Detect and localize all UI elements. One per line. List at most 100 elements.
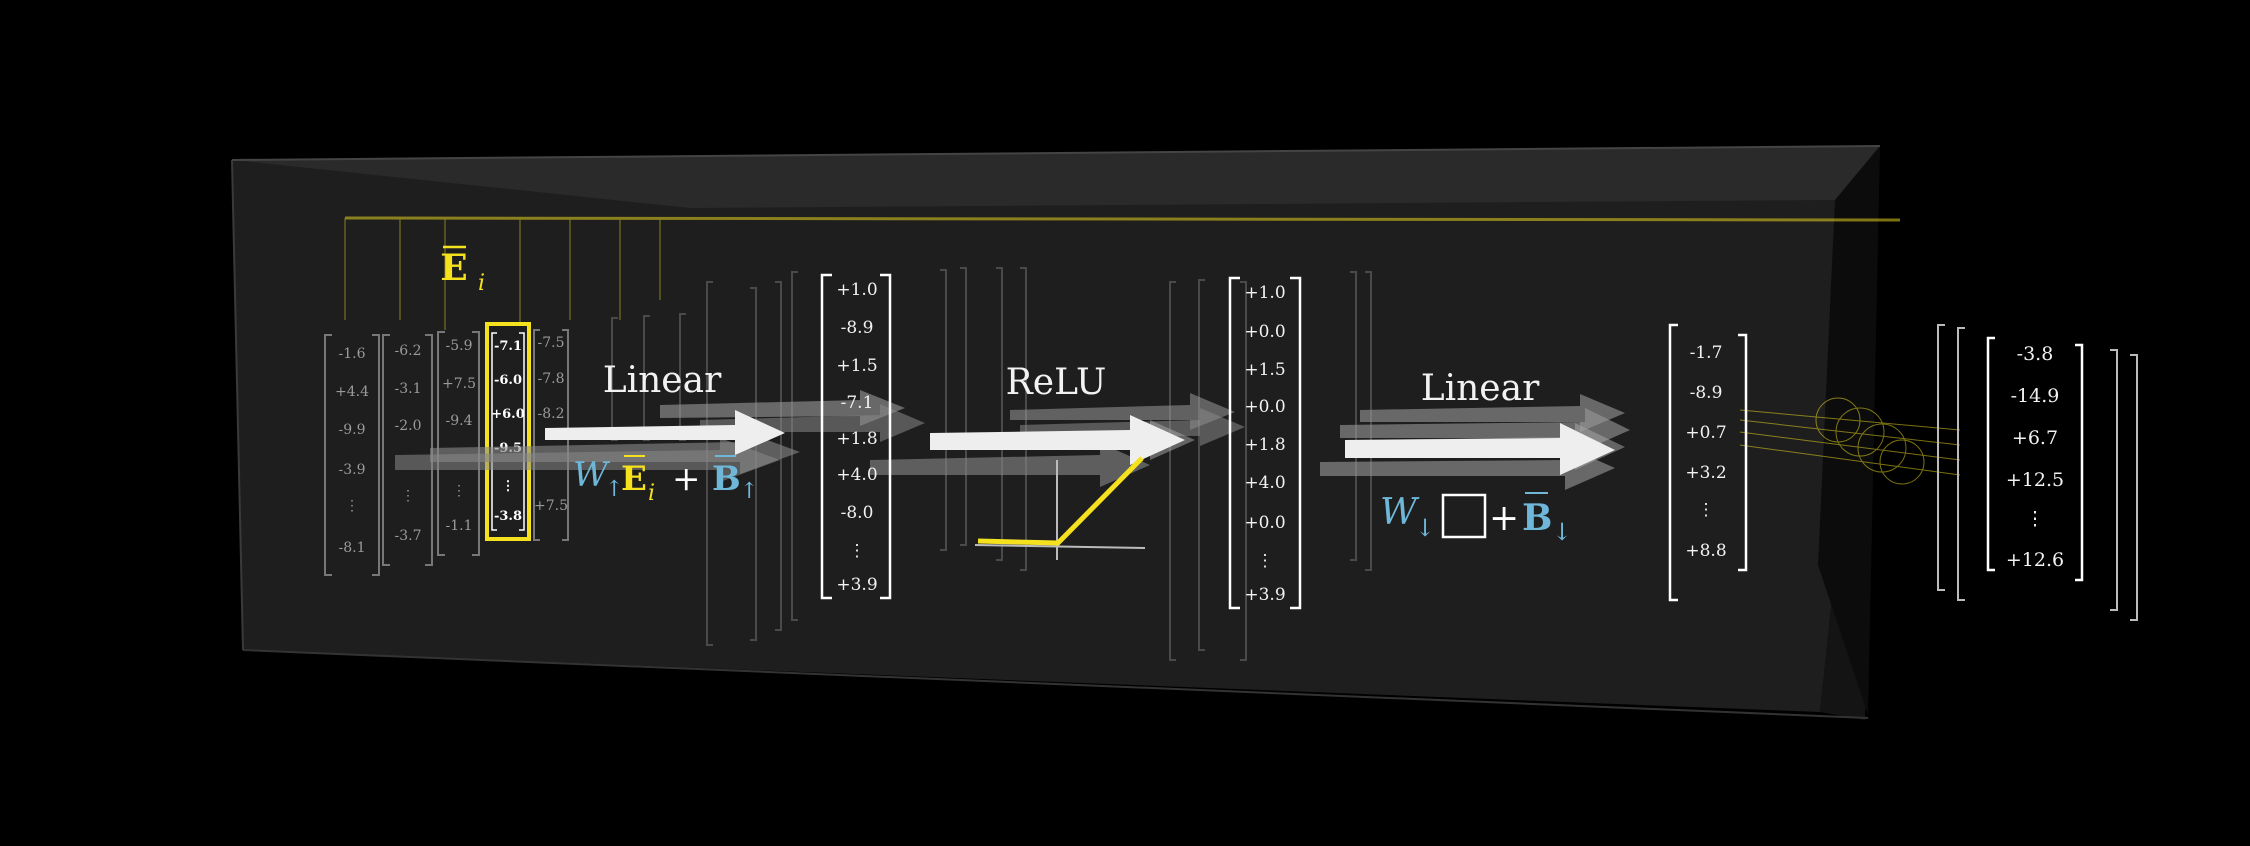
- bracket-right: [1738, 333, 1748, 572]
- column-bracket: [1169, 281, 1176, 661]
- bias-subscript: ↓: [1552, 518, 1572, 546]
- vector-entry: +7.5: [442, 376, 476, 392]
- bracket-left: [820, 273, 832, 600]
- vector-entry: +12.5: [2006, 469, 2064, 491]
- bias-subscript: ↑: [740, 479, 758, 504]
- vector-entry: +1.5: [836, 356, 877, 376]
- input-vector: -1.6 +4.4 -9.9 -3.9 ⋮ -8.1: [324, 334, 380, 576]
- arrow: [545, 410, 785, 455]
- vector-entry: +0.7: [1685, 423, 1726, 443]
- arrows-relu: [870, 393, 1245, 487]
- vector-entry: +6.7: [2012, 427, 2058, 449]
- column-bracket: [1350, 271, 1357, 561]
- vector-entry: +12.6: [2006, 549, 2064, 571]
- column-bracket: [940, 269, 947, 551]
- box-top: [232, 146, 1880, 208]
- arrow: [1340, 408, 1630, 450]
- arrows-linear-down: [1320, 394, 1630, 490]
- input-vector: -7.5 -7.8 -8.2 +7.5: [533, 329, 569, 541]
- bracket-left: [437, 331, 445, 556]
- vector-entry: -1.6: [339, 346, 366, 362]
- weight-subscript: ↑: [605, 477, 623, 502]
- plus-sign: +: [672, 459, 701, 499]
- embedding-symbol: E: [621, 459, 647, 499]
- vector-entry: +1.8: [1244, 435, 1285, 455]
- vector-entry: ⋮: [401, 488, 415, 504]
- column-bracket: [791, 271, 798, 621]
- vector-entry: -1.7: [1690, 343, 1723, 363]
- stage-label-linear-down: Linear: [1421, 368, 1540, 409]
- vector-entry: -9.9: [339, 422, 366, 438]
- vector-entry: +0.0: [1244, 322, 1285, 342]
- vector-entry: ⋮: [2026, 508, 2045, 530]
- placeholder-box: [1441, 493, 1487, 539]
- bracket-left: [1986, 336, 1995, 572]
- embedding-subscript: i: [648, 481, 655, 506]
- column-bracket: [1937, 324, 1945, 591]
- bracket-right: [1290, 276, 1302, 610]
- input-symbol-label: E: [440, 247, 467, 289]
- column-bracket: [1240, 281, 1247, 661]
- vector-entry: +4.4: [335, 384, 369, 400]
- formula-linear-down: W ↓ + B ↓: [1380, 492, 1572, 546]
- bias-symbol: B: [712, 459, 741, 499]
- arrow: [1320, 446, 1615, 490]
- column-bracket: [996, 267, 1003, 561]
- final-vector: -3.8 -14.9 +6.7 +12.5 ⋮ +12.6: [1986, 336, 2084, 582]
- box-edge: [231, 145, 1881, 161]
- vector-entry: +6.0: [491, 407, 525, 422]
- input-symbol-sub: i: [478, 271, 485, 296]
- relu-x-axis: [974, 544, 1146, 549]
- vector-entry: -6.0: [494, 373, 522, 388]
- vector-entry: -3.1: [395, 381, 422, 397]
- vector-entry: ⋮: [502, 479, 515, 494]
- vector-entry: -7.1: [494, 339, 522, 354]
- vector-entry: +1.8: [836, 429, 877, 449]
- vector-entry: +7.5: [534, 498, 568, 514]
- arrow: [1345, 423, 1615, 475]
- vector-entry: -9.4: [446, 413, 473, 429]
- vector-entry: ⋮: [849, 541, 866, 561]
- arrows-linear-up: [395, 390, 925, 482]
- highlight-box: [485, 322, 531, 541]
- stage-label-relu: ReLU: [1006, 362, 1107, 403]
- vector-entry: ⋮: [1257, 551, 1274, 571]
- relu-vector: +1.0 +0.0 +1.5 +0.0 +1.8 +4.0 +0.0 ⋮ +3.…: [1228, 276, 1302, 610]
- vector-entry: -8.0: [841, 503, 874, 523]
- bracket-left: [533, 329, 540, 541]
- stage-label-linear-up: Linear: [603, 360, 722, 401]
- arrow: [430, 430, 800, 474]
- arrow: [870, 443, 1150, 487]
- vector-entry: -8.2: [538, 406, 565, 422]
- bracket-right: [2075, 343, 2084, 582]
- bracket-left: [324, 334, 332, 576]
- box-edge: [231, 159, 244, 651]
- guide-line: [1739, 409, 1961, 431]
- vector-entry: -7.8: [538, 371, 565, 387]
- arrow: [700, 404, 925, 442]
- vector-entry: ⋮: [452, 483, 466, 499]
- vector-entry: ⋮: [1698, 500, 1715, 520]
- vector-entry: +1.0: [1244, 283, 1285, 303]
- column-bracket: [1957, 327, 1965, 601]
- bracket-right: [472, 331, 480, 556]
- plus-sign: +: [1489, 498, 1519, 539]
- bracket-left: [1228, 276, 1240, 610]
- neuron-ring: [1835, 407, 1885, 457]
- vector-entry: -3.9: [339, 462, 366, 478]
- weight-subscript: ↓: [1415, 514, 1435, 542]
- vector-entry: +0.0: [1244, 397, 1285, 417]
- vector-entry: -3.8: [494, 509, 522, 524]
- arrow: [1360, 394, 1625, 432]
- bracket-right: [519, 332, 525, 531]
- vector-entry: -8.9: [1690, 383, 1723, 403]
- vector-entry: +3.2: [1685, 463, 1726, 483]
- relu-curve: [977, 456, 1144, 546]
- relu-graph: [974, 456, 1146, 560]
- vector-entry: -6.2: [395, 343, 422, 359]
- vector-entry: +1.5: [1244, 360, 1285, 380]
- bracket-right: [372, 334, 380, 576]
- vector-entry: +3.9: [836, 575, 877, 595]
- column-bracket: [2110, 349, 2118, 611]
